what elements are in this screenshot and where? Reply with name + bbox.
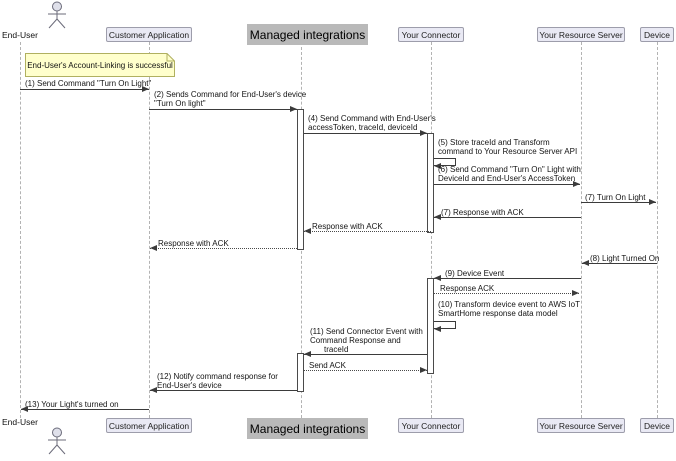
participant-top-device: Device (640, 27, 674, 42)
message-line (21, 409, 149, 410)
message-arrowhead (572, 290, 579, 296)
message-label: (4) Send Command with End-User's (308, 114, 436, 123)
note-text: End-User's Account-Linking is successful (27, 60, 173, 70)
message-arrowhead (434, 214, 441, 220)
message-label: (10) Transform device event to AWS IoT (438, 300, 580, 309)
message-line (434, 217, 581, 218)
message-line (20, 89, 149, 90)
participant-top-customer-application: Customer Application (106, 27, 192, 42)
participant-top-your-connector: Your Connector (398, 27, 464, 42)
message-line (304, 370, 427, 371)
message-line (434, 293, 579, 294)
lifeline-end-user (20, 42, 21, 418)
message-label: (7) Response with ACK (441, 208, 524, 217)
message-line (304, 354, 427, 355)
message-arrowhead (21, 406, 28, 412)
note-shape (25, 53, 175, 77)
message-arrowhead (573, 181, 580, 187)
message-label: End-User's device (157, 381, 222, 390)
message-label: (1) Send Command "Turn On Light" (25, 79, 152, 88)
message-label: Response with ACK (312, 222, 383, 231)
message-line (434, 278, 581, 279)
message-line (304, 231, 431, 232)
self-message-loop (434, 321, 456, 329)
participant-bottom-device: Device (640, 418, 674, 433)
message-label: "Turn On light" (154, 99, 206, 108)
activation-managed-integrations-1 (297, 109, 304, 250)
actor-figure-top-end-user (42, 1, 72, 30)
message-line (581, 202, 656, 203)
self-message-arrowhead (434, 326, 441, 332)
message-label: Response with ACK (158, 239, 229, 248)
message-line (434, 184, 580, 185)
lifeline-customer-application (149, 42, 150, 418)
message-arrowhead (150, 245, 157, 251)
message-line (304, 133, 427, 134)
message-arrowhead (420, 367, 427, 373)
participant-bottom-your-resource-server: Your Resource Server (537, 418, 625, 433)
message-label: (7) Turn On Light (585, 193, 646, 202)
actor-label-top-end-user: End-User (2, 30, 38, 40)
lifeline-device (657, 42, 658, 418)
message-label: (6) Send Command "Turn On" Light with (438, 165, 581, 174)
message-line (150, 248, 297, 249)
lifeline-your-resource-server (581, 42, 582, 418)
message-arrowhead (304, 351, 311, 357)
message-label: Command Response and (310, 336, 401, 345)
message-arrowhead (290, 106, 297, 112)
message-line (582, 263, 657, 264)
message-label: Response ACK (440, 284, 495, 293)
actor-label-bottom-end-user: End-User (2, 417, 38, 427)
participant-bottom-customer-application: Customer Application (106, 418, 192, 433)
message-arrowhead (150, 387, 157, 393)
message-arrowhead (582, 260, 589, 266)
message-label: (2) Sends Command for End-User's device (154, 90, 307, 99)
activation-managed-integrations-2 (297, 353, 304, 392)
self-message-loop (434, 158, 456, 166)
message-label: (5) Store traceId and Transform (438, 138, 550, 147)
message-label: (9) Device Event (445, 269, 505, 278)
message-label: accessToken, traceId, deviceId (308, 123, 418, 132)
activation-your-connector-2 (427, 278, 434, 374)
message-label: (8) Light Turned On (590, 254, 660, 263)
message-line (149, 109, 297, 110)
participant-top-managed-integrations: Managed integrations (247, 24, 368, 45)
actor-figure-bottom-end-user (42, 427, 72, 456)
message-arrowhead (420, 130, 427, 136)
message-label: DeviceId and End-User's AccessToken (438, 174, 576, 183)
message-arrowhead (434, 275, 441, 281)
message-label: Send ACK (309, 361, 346, 370)
message-arrowhead (142, 86, 149, 92)
message-line (150, 390, 297, 391)
message-arrowhead (304, 228, 311, 234)
message-label: (12) Notify command response for (157, 372, 278, 381)
self-message-arrowhead (434, 163, 441, 169)
participant-top-your-resource-server: Your Resource Server (537, 27, 625, 42)
message-label: (11) Send Connector Event with (310, 327, 423, 336)
message-label: (13) Your Light's turned on (25, 400, 119, 409)
participant-bottom-managed-integrations: Managed integrations (247, 418, 368, 439)
participant-bottom-your-connector: Your Connector (398, 418, 464, 433)
message-label: SmartHome response data model (438, 309, 558, 318)
activation-your-connector-1 (427, 133, 434, 233)
message-label: traceId (324, 345, 349, 354)
message-label: command to Your Resource Server API (438, 147, 578, 156)
message-arrowhead (649, 199, 656, 205)
